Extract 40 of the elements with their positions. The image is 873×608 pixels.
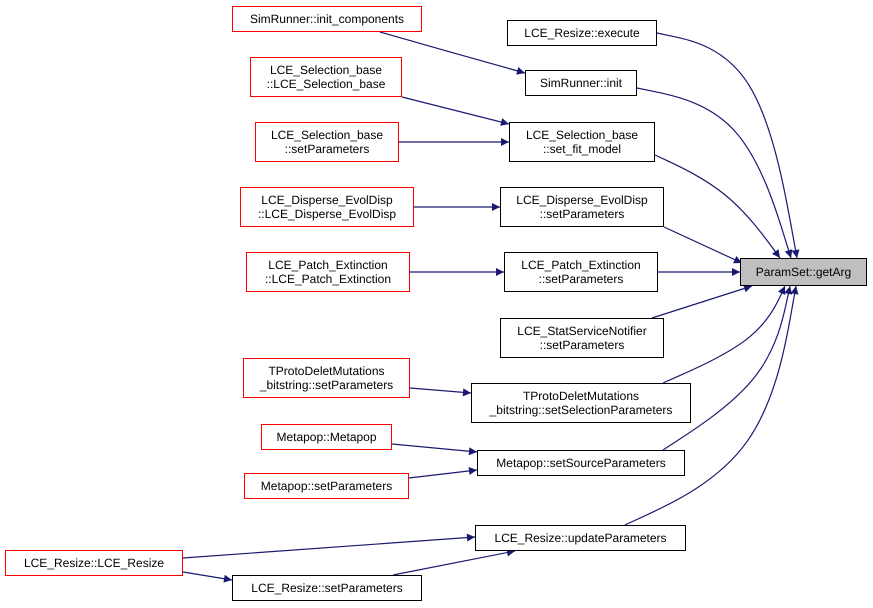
function-box: SimRunner::init_components bbox=[232, 6, 422, 32]
arrow bbox=[392, 548, 516, 576]
arrow bbox=[664, 226, 742, 264]
function-box: LCE_Selection_base ::LCE_Selection_base bbox=[250, 57, 402, 97]
arrow bbox=[654, 154, 780, 258]
arrow bbox=[182, 534, 476, 559]
arrow bbox=[410, 387, 472, 396]
arrow bbox=[658, 268, 740, 276]
function-box: TProtoDeletMutations _bitstring::setParameters bbox=[243, 358, 410, 398]
function-box: Metapop::setSourceParameters bbox=[477, 450, 685, 476]
arrow bbox=[182, 571, 232, 583]
arrow bbox=[392, 443, 478, 456]
function-box: Metapop::Metapop bbox=[261, 424, 392, 450]
arrow bbox=[624, 286, 799, 526]
arrow bbox=[410, 268, 504, 276]
arrow bbox=[636, 87, 792, 258]
function-box: LCE_Patch_Extinction ::setParameters bbox=[504, 252, 658, 292]
arrow bbox=[662, 286, 792, 450]
function-box: LCE_Selection_base ::setParameters bbox=[255, 122, 399, 162]
function-box: TProtoDeletMutations _bitstring::setSelectionParameters bbox=[471, 383, 691, 423]
function-box: Metapop::setParameters bbox=[244, 473, 409, 499]
arrow bbox=[399, 138, 509, 146]
arrow bbox=[380, 31, 526, 75]
function-box: LCE_Selection_base ::set_fit_model bbox=[509, 122, 655, 162]
function-box: LCE_Resize::setParameters bbox=[232, 575, 422, 601]
arrow bbox=[652, 284, 752, 319]
function-box: LCE_StatServiceNotifier ::setParameters bbox=[500, 318, 664, 358]
function-box: LCE_Resize::execute bbox=[507, 20, 657, 46]
function-box: LCE_Disperse_EvolDisp ::setParameters bbox=[500, 187, 664, 227]
function-box: LCE_Patch_Extinction ::LCE_Patch_Extinction bbox=[246, 252, 410, 292]
arrow bbox=[408, 466, 478, 479]
arrow bbox=[402, 96, 510, 126]
arrow bbox=[414, 203, 500, 211]
function-box: SimRunner::init bbox=[525, 70, 637, 96]
arrow bbox=[656, 32, 800, 258]
function-box: LCE_Resize::LCE_Resize bbox=[5, 550, 183, 576]
function-box: ParamSet::getArg bbox=[740, 258, 867, 286]
function-box: LCE_Disperse_EvolDisp ::LCE_Disperse_EvolDisp bbox=[240, 187, 414, 227]
function-box: LCE_Resize::updateParameters bbox=[475, 525, 686, 551]
arrow bbox=[662, 286, 786, 384]
